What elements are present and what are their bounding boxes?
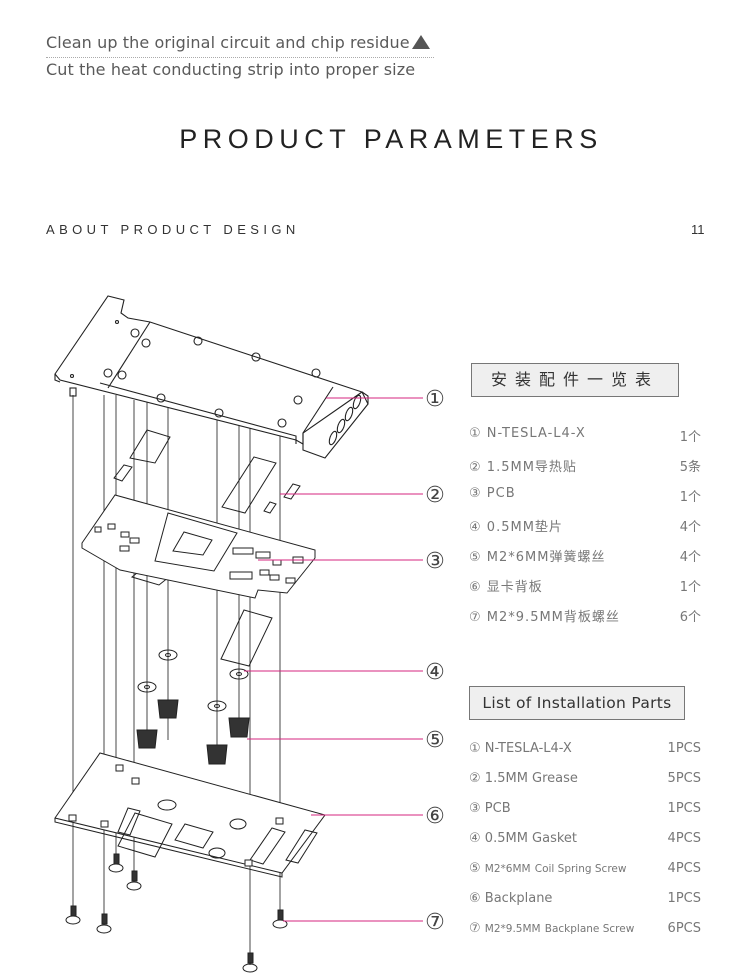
callout-6: ⑥ — [425, 804, 445, 829]
item-name: PCB — [484, 801, 511, 816]
item-name: Backplane Screw — [544, 923, 635, 935]
backplane-part — [54, 752, 326, 878]
item-number: ① — [469, 741, 481, 756]
item-number: ④ — [469, 831, 481, 846]
water-block-part — [54, 295, 369, 459]
list-item: ① N-TESLA-L4-X 1PCS — [469, 741, 701, 761]
callout-4: ④ — [425, 660, 445, 685]
item-name: 1.5MM Grease — [484, 771, 578, 786]
item-qty: 1PCS — [667, 801, 701, 816]
item-number: ③ — [469, 486, 482, 501]
gaskets-part — [137, 649, 249, 712]
item-qty: 6PCS — [667, 921, 701, 936]
item-number: ⑦ — [469, 610, 482, 625]
item-qty: 6个 — [679, 610, 701, 625]
page-title: PRODUCT PARAMETERS — [179, 124, 603, 154]
item-number: ⑤ — [469, 550, 482, 565]
list-item: ① N-TESLA-L4-X 1个 — [469, 426, 701, 446]
item-name: Backplane — [484, 891, 553, 906]
list-item: ⑤ M2*6MM弹簧螺丝 4个 — [469, 546, 701, 566]
item-number: ⑦ — [469, 921, 481, 936]
item-size: M2*9.5MM — [484, 923, 541, 935]
item-number: ④ — [469, 520, 482, 535]
parts-list-cn-heading: 安装配件一览表 — [471, 363, 679, 397]
item-name: N-TESLA-L4-X — [484, 741, 572, 756]
callout-leaders — [244, 397, 423, 922]
screw-heads — [69, 319, 321, 428]
list-item: ④ 0.5MM垫片 4个 — [469, 516, 701, 536]
item-number: ⑥ — [469, 580, 482, 595]
assembly-guide-lines — [72, 395, 281, 965]
item-number: ② — [469, 460, 482, 475]
callout-1: ① — [425, 387, 445, 412]
list-item: ⑥ 显卡背板 1个 — [469, 576, 701, 596]
diagram-drawing — [54, 295, 369, 973]
callout-5: ⑤ — [425, 728, 445, 753]
list-item: ⑦ M2*9.5MM Backplane Screw 6PCS — [469, 921, 701, 941]
item-qty: 1PCS — [667, 741, 701, 756]
item-qty: 4个 — [679, 550, 701, 565]
item-size: M2*6MM — [484, 863, 531, 875]
callout-3: ③ — [425, 549, 445, 574]
item-name: 0.5MM垫片 — [486, 520, 563, 535]
list-item: ② 1.5MM导热贴 5条 — [469, 456, 701, 476]
item-name: M2*6MM弹簧螺丝 — [486, 550, 606, 565]
list-item: ③ PCB 1PCS — [469, 801, 701, 821]
item-name: N-TESLA-L4-X — [486, 426, 586, 441]
item-number: ② — [469, 771, 481, 786]
list-item: ⑦ M2*9.5MM背板螺丝 6个 — [469, 606, 701, 626]
item-number: ⑤ — [469, 861, 481, 876]
backplane-screws-part — [65, 853, 288, 973]
list-item: ④ 0.5MM Gasket 4PCS — [469, 831, 701, 851]
instruction-line-1: Clean up the original circuit and chip r… — [46, 33, 430, 52]
callout-7: ⑦ — [425, 910, 445, 935]
item-qty: 1个 — [679, 490, 701, 505]
item-qty: 4个 — [679, 520, 701, 535]
spring-screws-part — [136, 699, 250, 765]
instruction-line-2: Cut the heat conducting strip into prope… — [46, 60, 416, 79]
item-qty: 5条 — [679, 460, 701, 475]
list-item: ⑥ Backplane 1PCS — [469, 891, 701, 911]
section-label: ABOUT PRODUCT DESIGN — [46, 222, 300, 237]
item-name: Coil Spring Screw — [534, 863, 627, 875]
item-number: ① — [469, 426, 482, 441]
item-qty: 1PCS — [667, 891, 701, 906]
triangle-up-icon — [411, 35, 430, 49]
callout-2: ② — [425, 483, 445, 508]
item-name: M2*9.5MM背板螺丝 — [486, 610, 620, 625]
item-qty: 1个 — [679, 430, 701, 445]
item-number: ③ — [469, 801, 481, 816]
page-number: 11 — [691, 222, 705, 237]
instruction-text-1: Clean up the original circuit and chip r… — [46, 33, 410, 52]
item-name: 0.5MM Gasket — [484, 831, 578, 846]
parts-list-en-heading: List of Installation Parts — [469, 686, 685, 720]
item-qty: 4PCS — [667, 831, 701, 846]
item-qty: 4PCS — [667, 861, 701, 876]
dotted-divider — [46, 57, 434, 58]
item-qty: 1个 — [679, 580, 701, 595]
item-number: ⑥ — [469, 891, 481, 906]
item-name: 1.5MM导热贴 — [486, 460, 577, 475]
list-item: ③ PCB 1个 — [469, 486, 701, 506]
item-qty: 5PCS — [667, 771, 701, 786]
pcb-part — [81, 494, 316, 599]
list-item: ⑤ M2*6MM Coil Spring Screw 4PCS — [469, 861, 701, 881]
list-item: ② 1.5MM Grease 5PCS — [469, 771, 701, 791]
item-name: 显卡背板 — [486, 580, 543, 595]
item-name: PCB — [486, 486, 516, 501]
